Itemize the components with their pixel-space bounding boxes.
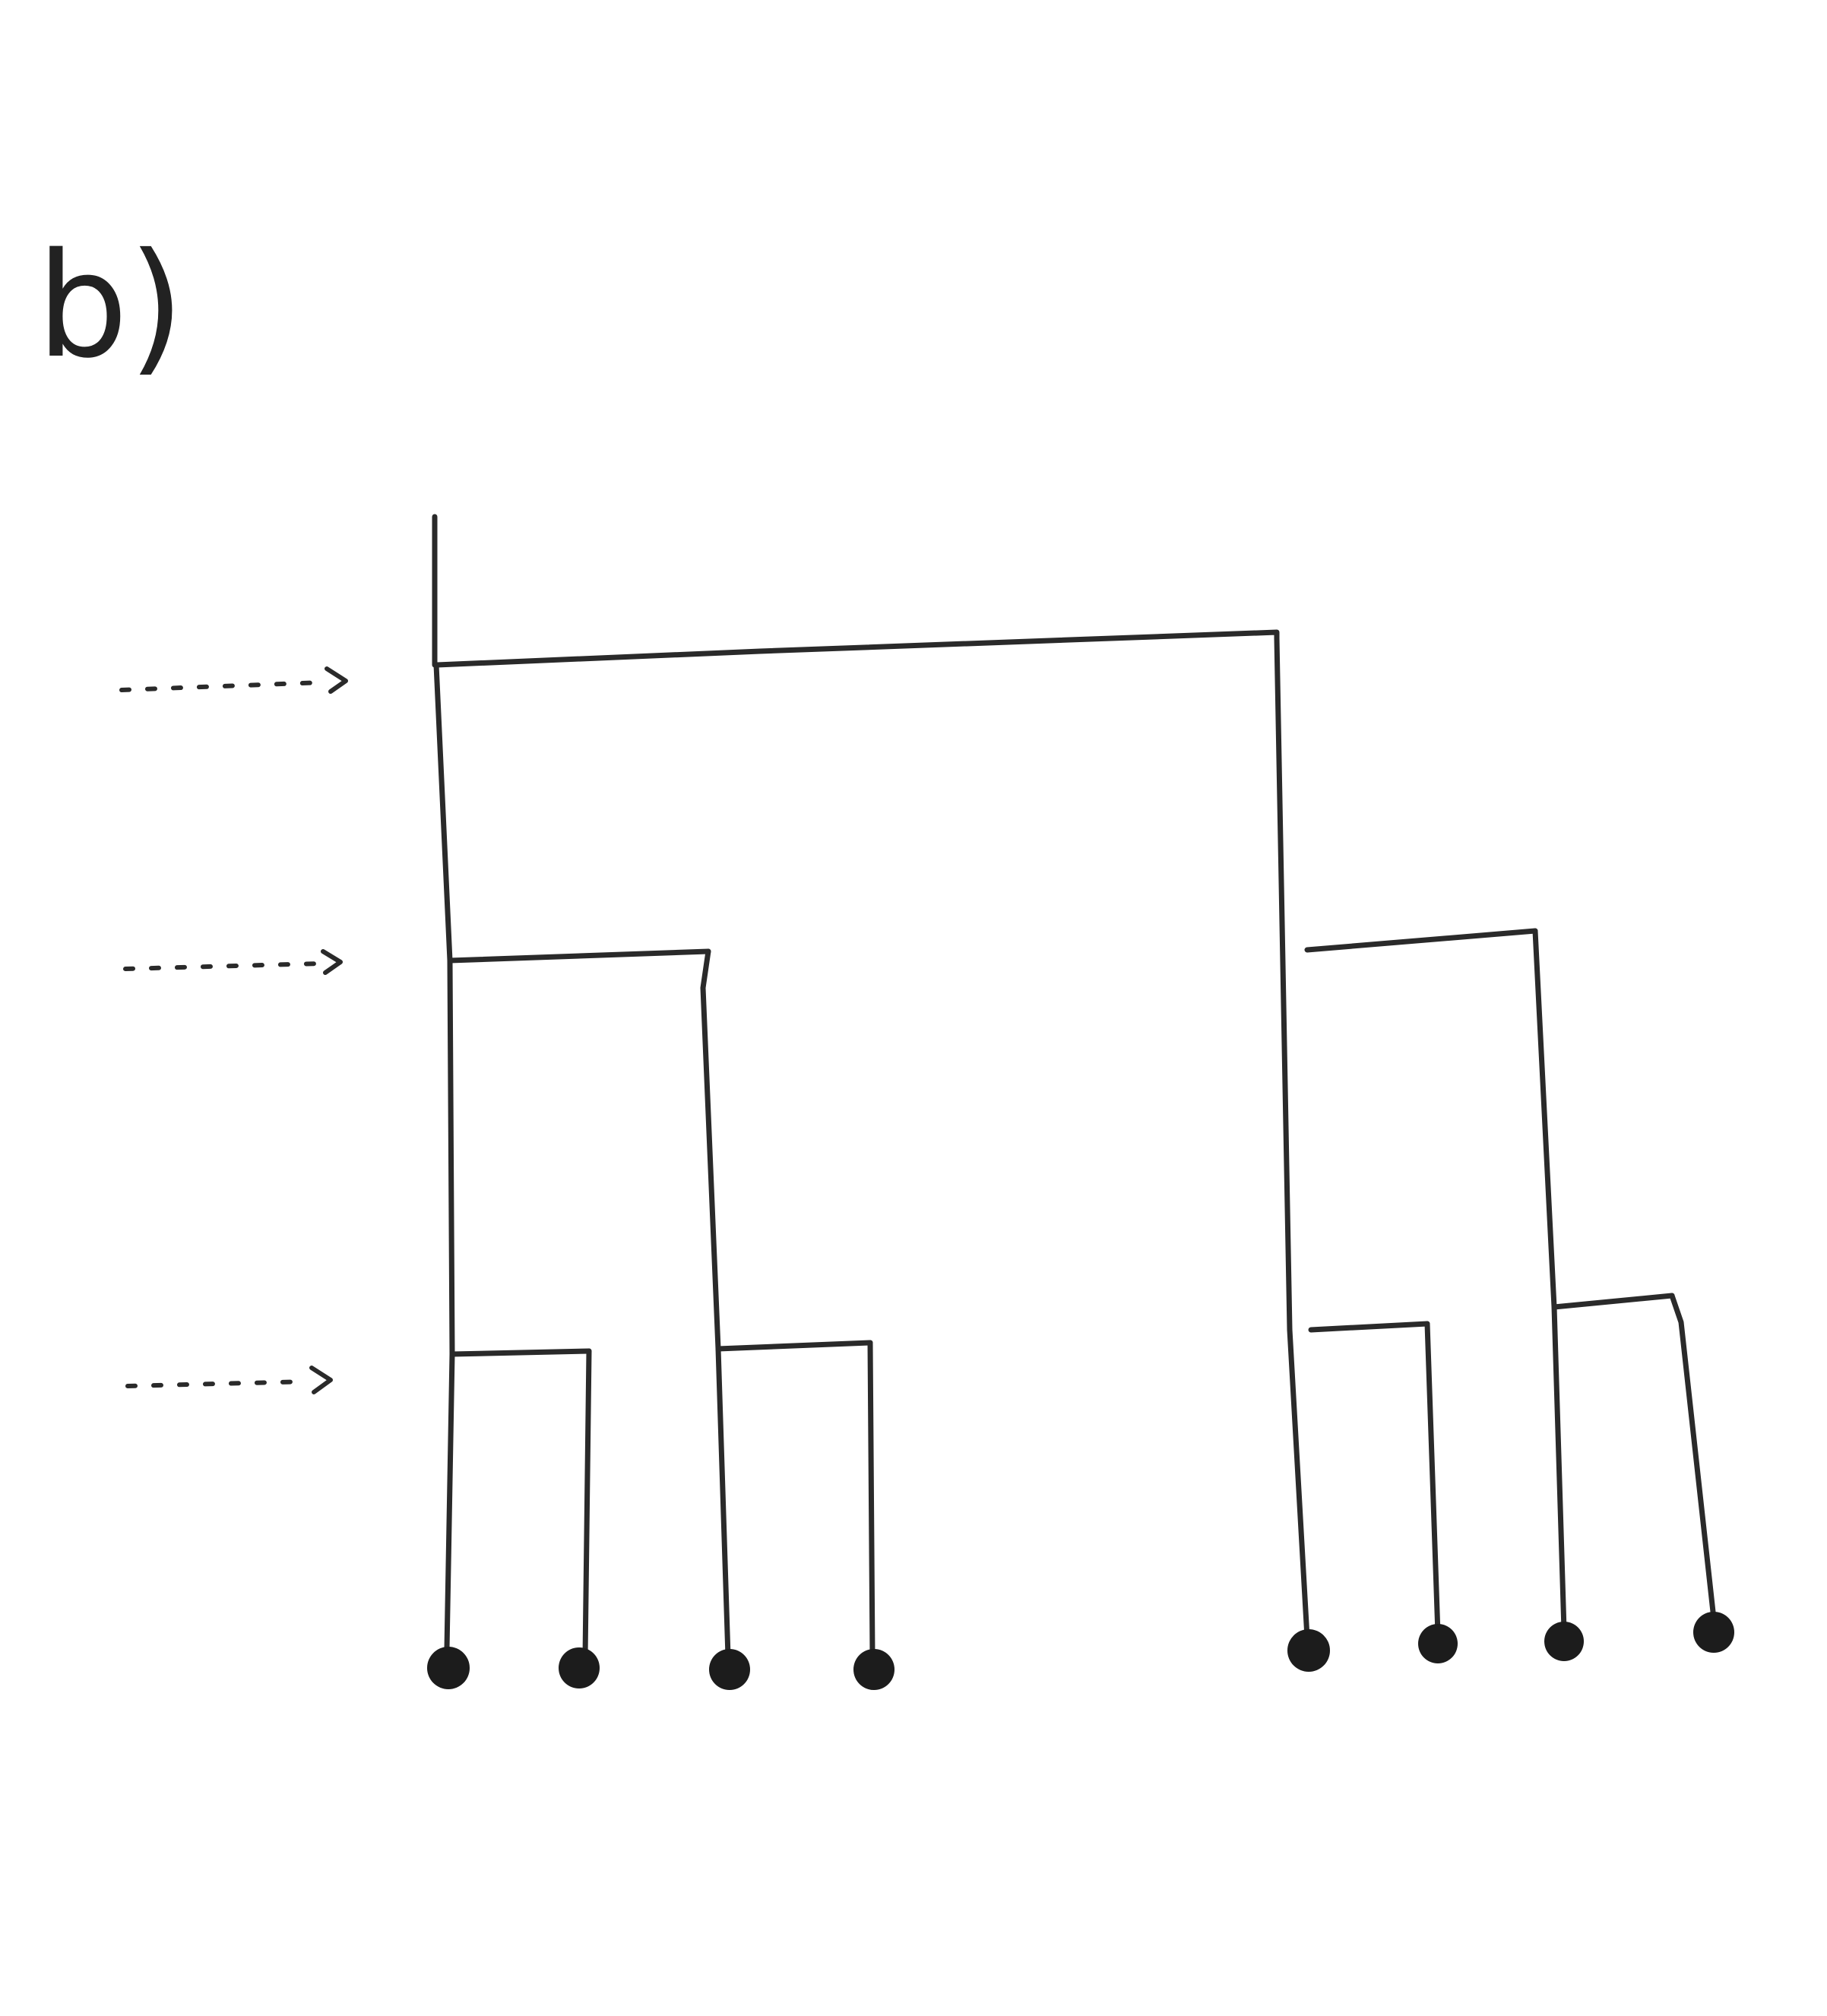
leaf-5-stem bbox=[1287, 1327, 1310, 1641]
dendrogram-tree bbox=[432, 514, 1717, 1660]
level-arrow-top bbox=[119, 666, 348, 694]
leaf-8-stem bbox=[1669, 1293, 1717, 1622]
leaf-4-stem bbox=[867, 1340, 876, 1660]
leaf-node-7 bbox=[1544, 1622, 1584, 1661]
leaf-node-4 bbox=[853, 1649, 895, 1690]
left-a-stem bbox=[447, 957, 455, 1357]
level-arrow-middle bbox=[123, 949, 343, 975]
leaf-1-stem bbox=[444, 1351, 455, 1652]
leaf-node-3 bbox=[709, 1649, 750, 1690]
left-b-stem bbox=[700, 948, 721, 1352]
leaf-node-6 bbox=[1418, 1624, 1458, 1663]
leaf-node-1 bbox=[427, 1647, 470, 1689]
right-b-merge bbox=[1551, 1293, 1675, 1310]
left-merge bbox=[447, 948, 711, 964]
leaf-6-stem bbox=[1424, 1321, 1441, 1637]
right-b-stem bbox=[1532, 928, 1567, 1633]
panel-label: b) bbox=[36, 222, 185, 390]
left-trunk bbox=[433, 662, 453, 964]
root-merge bbox=[434, 629, 1280, 668]
leaf-3-stem bbox=[715, 1346, 731, 1660]
left-a-merge bbox=[449, 1348, 592, 1357]
leaf-nodes bbox=[427, 1612, 1734, 1690]
leaf-2-stem bbox=[582, 1348, 592, 1660]
left-b-merge bbox=[715, 1340, 873, 1352]
right-merge bbox=[1304, 928, 1538, 953]
right-trunk bbox=[1274, 635, 1293, 1333]
level-arrow-bottom bbox=[125, 1366, 333, 1394]
right-a-merge bbox=[1308, 1321, 1430, 1333]
leaf-node-5 bbox=[1287, 1629, 1330, 1672]
leaf-node-8 bbox=[1693, 1612, 1734, 1653]
leaf-node-2 bbox=[559, 1647, 600, 1688]
